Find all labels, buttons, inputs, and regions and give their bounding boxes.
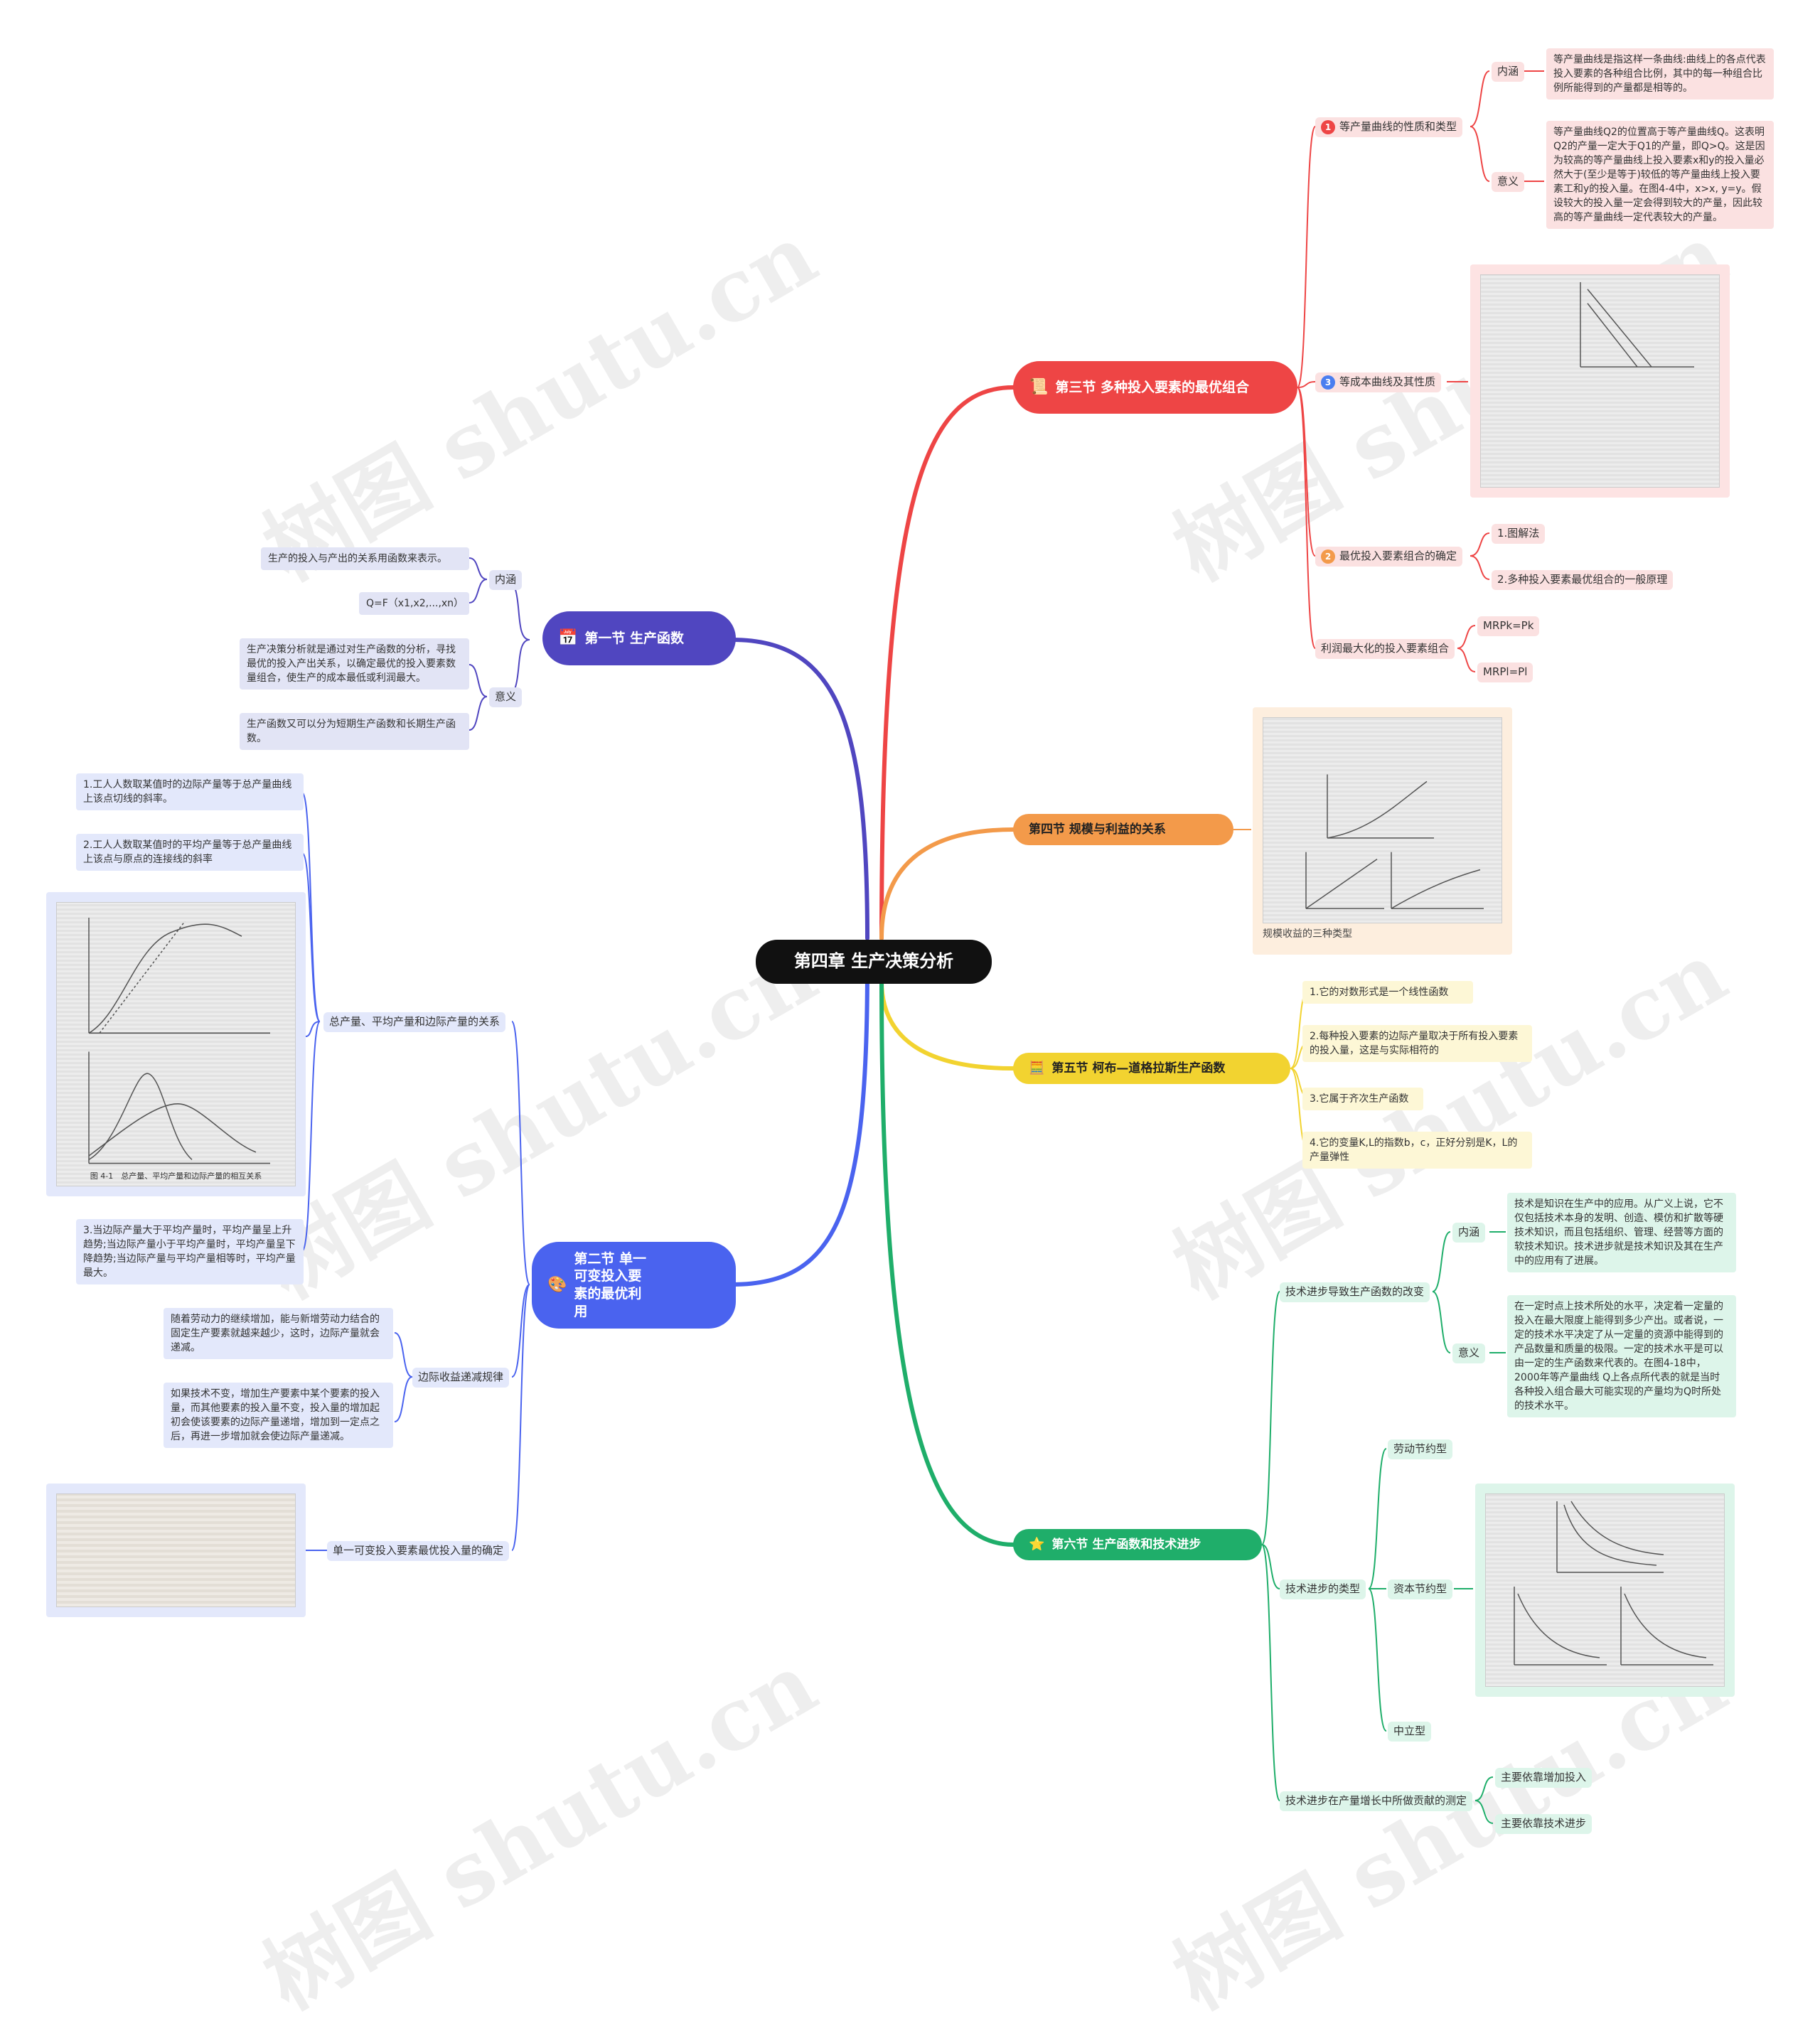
section-6-topic[interactable]: ⭐ 第六节 生产函数和技术进步 bbox=[1013, 1529, 1262, 1560]
calculator-icon: 🧮 bbox=[1029, 1061, 1045, 1076]
sec6-neihan-label[interactable]: 内涵 bbox=[1452, 1223, 1486, 1243]
root-topic[interactable]: 第四章 生产决策分析 bbox=[756, 940, 992, 984]
sec2-relation-3[interactable]: 3.当边际产量大于平均产量时，平均产量呈上升趋势;当边际产量小于平均产量时，平均… bbox=[76, 1219, 304, 1284]
sec6-change-label[interactable]: 技术进步导致生产函数的改变 bbox=[1280, 1282, 1430, 1302]
branch-sec3 bbox=[879, 385, 1015, 940]
sec5-property-1[interactable]: 1.它的对数形式是一个线性函数 bbox=[1302, 981, 1473, 1004]
sec1-neihan-label[interactable]: 内涵 bbox=[489, 570, 523, 590]
sec1-yiyi-label[interactable]: 意义 bbox=[489, 687, 523, 707]
sec3-isoquant-yiyi-text[interactable]: 等产量曲线Q2的位置高于等产量曲线Q。这表明Q2的产量一定大于Q1的产量，即Q>… bbox=[1546, 121, 1774, 229]
sec2-law-text-1[interactable]: 随着劳动力的继续增加，能与新增劳动力结合的固定生产要素就越来越少，这时，边际产量… bbox=[164, 1308, 393, 1359]
section-2-title: 第二节 单一可变投入要素的最优利用 bbox=[574, 1250, 647, 1319]
sec6-type-capital[interactable]: 资本节约型 bbox=[1388, 1579, 1453, 1599]
connector-lines bbox=[301, 70, 1544, 1824]
sec2-relation-1[interactable]: 1.工人人数取某值时的边际产量等于总产量曲线上该点切线的斜率。 bbox=[76, 773, 304, 810]
calendar-icon: 📅 bbox=[558, 628, 578, 647]
sec6-yiyi-label[interactable]: 意义 bbox=[1452, 1343, 1486, 1363]
sec6-neihan-text[interactable]: 技术是知识在生产中的应用。从广义上说，它不仅包括技术本身的发明、创造、模仿和扩散… bbox=[1507, 1193, 1736, 1272]
sec3-profit-1[interactable]: MRPk=Pk bbox=[1477, 616, 1540, 636]
palette-icon: 🎨 bbox=[547, 1275, 567, 1294]
sec5-property-4[interactable]: 4.它的变量K,L的指数b，c，正好分别是K，L的产量弹性 bbox=[1302, 1132, 1532, 1169]
sec6-contribution-1[interactable]: 主要依靠增加投入 bbox=[1495, 1768, 1592, 1788]
section-5-title: 第五节 柯布—道格拉斯生产函数 bbox=[1051, 1061, 1226, 1075]
sec6-contribution-2[interactable]: 主要依靠技术进步 bbox=[1495, 1814, 1592, 1834]
section-4-title: 第四节 规模与利益的关系 bbox=[1029, 822, 1166, 837]
sec5-property-2[interactable]: 2.每种投入要素的边际产量取决于所有投入要素的投入量，这是与实际相符的 bbox=[1302, 1025, 1532, 1062]
badge-2: 2 bbox=[1321, 549, 1335, 564]
sec3-isoquant-neihan-text[interactable]: 等产量曲线是指这样一条曲线:曲线上的各点代表投入要素的各种组合比例，其中的每一种… bbox=[1546, 48, 1774, 100]
sec6-types-label[interactable]: 技术进步的类型 bbox=[1280, 1579, 1366, 1599]
sec3-optimal-1[interactable]: 1.图解法 bbox=[1492, 524, 1546, 544]
sec2-optimal-label[interactable]: 单一可变投入要素最优投入量的确定 bbox=[327, 1541, 510, 1561]
scale-returns-photo[interactable]: 规模收益的三种类型 bbox=[1253, 707, 1512, 955]
isocost-photo[interactable] bbox=[1470, 264, 1730, 498]
section-3-title: 第三节 多种投入要素的最优组合 bbox=[1055, 379, 1250, 395]
sec6-yiyi-text[interactable]: 在一定时点上技术所处的水平，决定着一定量的投入在最大限度上能得到多少产出。或者说… bbox=[1507, 1295, 1736, 1417]
sec1-neihan-text-1[interactable]: 生产的投入与产出的关系用函数来表示。 bbox=[261, 547, 469, 570]
section-2-topic[interactable]: 🎨 第二节 单一可变投入要素的最优利用 bbox=[532, 1242, 736, 1329]
sec6-contribution-label[interactable]: 技术进步在产量增长中所做贡献的测定 bbox=[1280, 1791, 1473, 1811]
figure-4-1-image: 图 4-1 总产量、平均产量和边际产量的相互关系 bbox=[56, 902, 296, 1186]
sec1-neihan-text-2[interactable]: Q=F（x1,x2,...,xn） bbox=[359, 592, 469, 615]
sec2-law-label[interactable]: 边际收益递减规律 bbox=[412, 1368, 510, 1388]
star-icon: ⭐ bbox=[1029, 1537, 1045, 1552]
scale-returns-caption: 规模收益的三种类型 bbox=[1263, 928, 1352, 940]
branch-sec2 bbox=[730, 965, 869, 1287]
sec1-yiyi-text-1[interactable]: 生产决策分析就是通过对生产函数的分析，寻找最优的投入产出关系，以确定最优的投入要… bbox=[240, 638, 469, 690]
branch-sec4 bbox=[879, 827, 1015, 940]
formula-photo[interactable] bbox=[46, 1484, 306, 1617]
sec6-type-labor[interactable]: 劳动节约型 bbox=[1388, 1439, 1453, 1459]
section-3-topic[interactable]: 📜 第三节 多种投入要素的最优组合 bbox=[1013, 361, 1297, 414]
sec6-type-neutral[interactable]: 中立型 bbox=[1388, 1722, 1432, 1742]
scale-returns-image bbox=[1263, 717, 1502, 923]
figure-4-1-photo[interactable]: 图 4-1 总产量、平均产量和边际产量的相互关系 bbox=[46, 892, 306, 1196]
section-1-topic[interactable]: 📅 第一节 生产函数 bbox=[542, 611, 736, 665]
section-4-topic[interactable]: 第四节 规模与利益的关系 bbox=[1013, 814, 1233, 845]
sec2-relation-2[interactable]: 2.工人人数取某值时的平均产量等于总产量曲线上该点与原点的连接线的斜率 bbox=[76, 834, 304, 871]
branch-sec5 bbox=[879, 979, 1015, 1071]
sec2-relation-label[interactable]: 总产量、平均产量和边际产量的关系 bbox=[323, 1012, 506, 1032]
figure-4-1-caption: 图 4-1 总产量、平均产量和边际产量的相互关系 bbox=[90, 1171, 262, 1181]
sec1-yiyi-text-2[interactable]: 生产函数又可以分为短期生产函数和长期生产函数。 bbox=[240, 713, 469, 750]
section-6-title: 第六节 生产函数和技术进步 bbox=[1051, 1537, 1201, 1552]
badge-3: 3 bbox=[1321, 375, 1335, 390]
tech-types-image bbox=[1485, 1493, 1725, 1687]
tech-types-photo[interactable] bbox=[1475, 1484, 1735, 1697]
branch-sec1 bbox=[730, 638, 869, 940]
badge-1: 1 bbox=[1321, 120, 1335, 134]
sec5-property-3[interactable]: 3.它属于齐次生产函数 bbox=[1302, 1088, 1423, 1110]
branch-sec6 bbox=[879, 979, 1015, 1547]
scroll-icon: 📜 bbox=[1029, 377, 1049, 396]
sec3-isoquant-yiyi[interactable]: 意义 bbox=[1492, 172, 1525, 192]
section-1-title: 第一节 生产函数 bbox=[584, 630, 685, 646]
sec3-profit-label[interactable]: 利润最大化的投入要素组合 bbox=[1315, 639, 1455, 659]
isocost-image bbox=[1480, 274, 1720, 488]
sec3-isoquant-neihan[interactable]: 内涵 bbox=[1492, 62, 1525, 82]
section-5-topic[interactable]: 🧮 第五节 柯布—道格拉斯生产函数 bbox=[1013, 1053, 1290, 1084]
sec3-profit-2[interactable]: MRPl=Pl bbox=[1477, 663, 1533, 682]
sec3-optimal-2[interactable]: 2.多种投入要素最优组合的一般原理 bbox=[1492, 570, 1674, 590]
formula-image bbox=[56, 1493, 296, 1607]
sec2-law-text-2[interactable]: 如果技术不变，增加生产要素中某个要素的投入量，而其他要素的投入量不变，投入量的增… bbox=[164, 1383, 393, 1448]
